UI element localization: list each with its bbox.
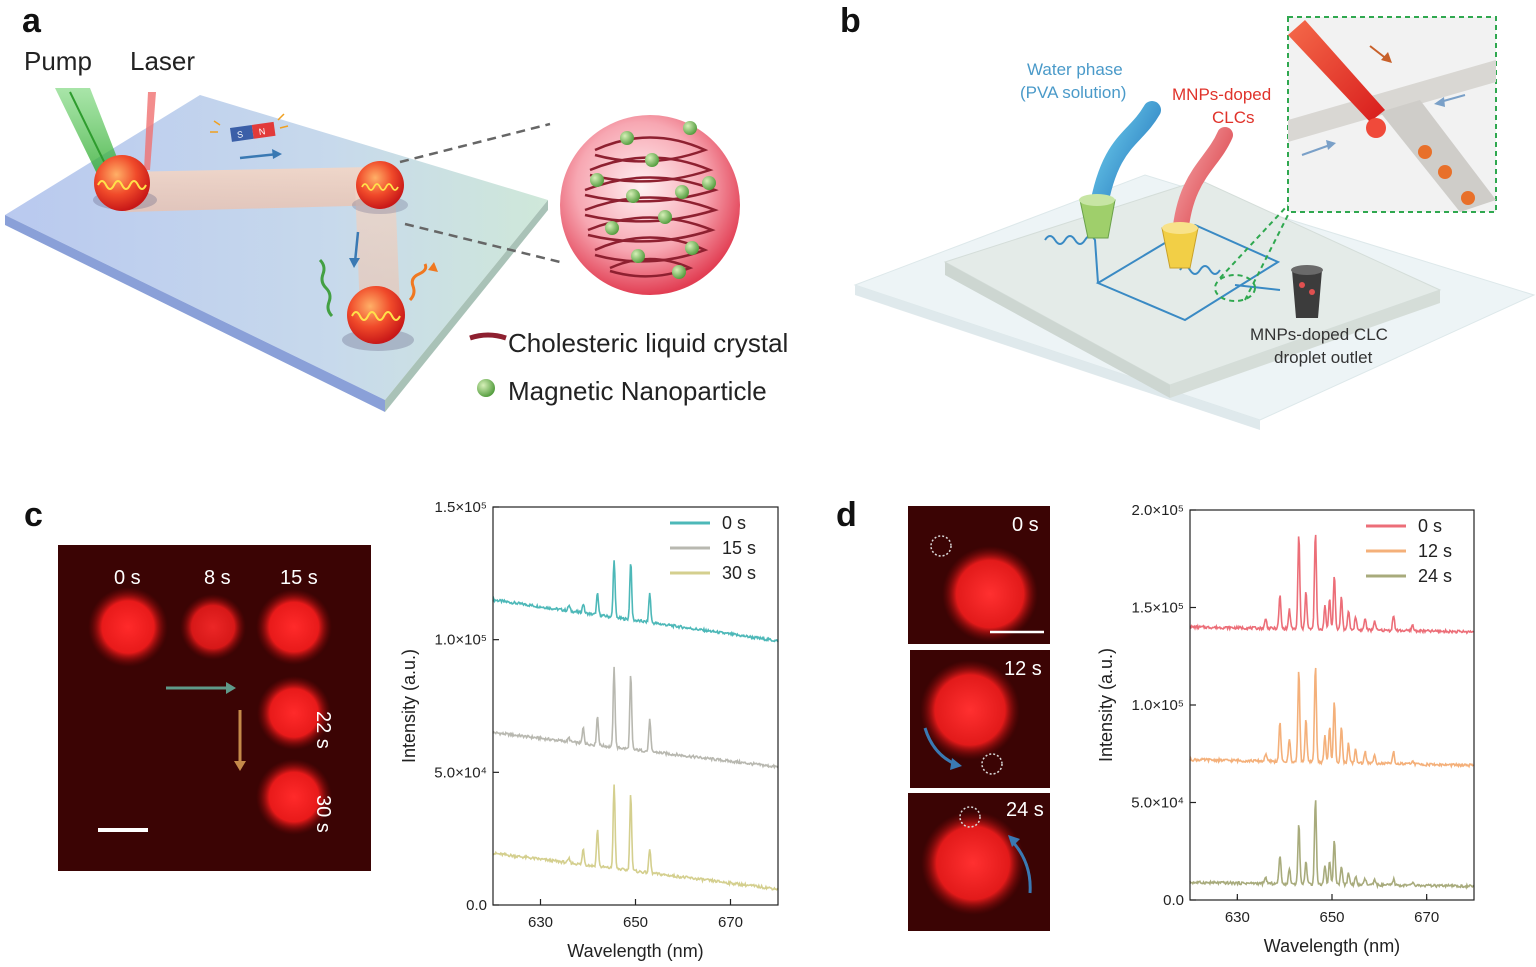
panel-d-frame-12s: 12 s xyxy=(910,650,1050,788)
series-line-0 xyxy=(1189,534,1475,635)
tracked-particle xyxy=(959,806,981,828)
orange-wave xyxy=(408,263,428,302)
legend-label: 24 s xyxy=(1418,566,1452,586)
droplet-30s xyxy=(256,759,332,835)
time-label-30s: 30 s xyxy=(312,795,334,833)
panel-b: b xyxy=(840,0,1536,430)
red-stream xyxy=(1288,20,1385,122)
tracked-particle xyxy=(981,753,1003,775)
clc-legend-icon xyxy=(469,332,507,341)
x-tick-label: 630 xyxy=(528,914,553,931)
clc-sphere xyxy=(560,115,740,295)
series-line-1 xyxy=(492,666,779,770)
magnet-icon: S N xyxy=(230,121,276,142)
y-tick-label: 1.0×10⁵ xyxy=(434,632,487,649)
legend-clc-text: Cholesteric liquid crystal xyxy=(508,328,789,358)
legend-label: 0 s xyxy=(722,513,746,533)
panel-d-frame-0s: 0 s xyxy=(908,506,1050,644)
frame-label-0s: 0 s xyxy=(1012,514,1039,536)
y-axis-label: Intensity (a.u.) xyxy=(399,649,419,763)
rotation-arrow xyxy=(1010,839,1032,894)
series-line-0 xyxy=(492,560,779,643)
green-wave xyxy=(318,258,334,318)
droplet-8s xyxy=(180,594,246,660)
mnp-clc-label-line1: MNPs-doped xyxy=(1172,85,1272,104)
frame-label-12s: 12 s xyxy=(1004,658,1042,680)
y-tick-label: 0.0 xyxy=(1163,892,1184,909)
panel-letter-b: b xyxy=(840,2,861,40)
mnp-legend-icon xyxy=(477,379,495,397)
legend-mnp-text: Magnetic Nanoparticle xyxy=(508,376,767,406)
y-tick-label: 1.5×10⁵ xyxy=(1131,600,1184,617)
panel-c-spectrum-chart: 630 650 670 0.0 5.0×10⁴ 1.0×10⁵ 1.5×10⁵ Wavelen… xyxy=(399,499,779,961)
droplet-22s xyxy=(257,676,331,750)
y-tick-label: 1.5×10⁵ xyxy=(434,499,487,516)
nanoparticles xyxy=(590,121,716,279)
motion-arrow-down xyxy=(353,231,360,263)
x-tick-label: 650 xyxy=(623,914,648,931)
droplet-15s xyxy=(256,589,332,665)
tracked-particle xyxy=(930,535,952,557)
y-tick-label: 2.0×10⁵ xyxy=(1131,502,1184,519)
outlet-vial xyxy=(1292,270,1322,318)
panel-b-illustration xyxy=(853,16,1536,430)
motion-arrow-right xyxy=(239,152,279,160)
junction-highlight xyxy=(1214,274,1256,302)
outlet-label-line2: droplet outlet xyxy=(1274,348,1373,367)
panel-letter-c: c xyxy=(24,496,43,534)
droplet-track-vertical xyxy=(355,185,400,312)
water-phase-label-line2: (PVA solution) xyxy=(1020,83,1127,102)
x-axis-label: Wavelength (nm) xyxy=(567,941,703,961)
mnp-clc-tube xyxy=(1172,127,1233,243)
y-axis-label: Intensity (a.u.) xyxy=(1096,648,1116,762)
pump-label: Pump xyxy=(24,46,92,76)
y-tick-label: 5.0×10⁴ xyxy=(434,764,487,781)
series-line-1 xyxy=(1189,667,1475,769)
svg-text:S: S xyxy=(236,129,243,140)
series-line-2 xyxy=(1189,800,1475,890)
x-axis-label: Wavelength (nm) xyxy=(1264,936,1400,956)
panel-c-micrograph: 0 s 8 s 15 s 22 s 30 s xyxy=(58,545,371,871)
time-label-8s: 8 s xyxy=(204,567,231,589)
droplet-2 xyxy=(356,161,404,209)
laser-label: Laser xyxy=(130,46,196,76)
droplet-track-horizontal xyxy=(120,167,388,212)
svg-text:N: N xyxy=(258,126,266,137)
panel-letter-a: a xyxy=(22,2,41,40)
y-tick-label: 1.0×10⁵ xyxy=(1131,697,1184,714)
panel-d-frame-24s: 24 s xyxy=(908,793,1050,931)
series-line-2 xyxy=(492,784,779,891)
panel-a: a Pump Laser xyxy=(0,0,840,430)
x-tick-label: 630 xyxy=(1225,909,1250,926)
legend-label: 12 s xyxy=(1418,541,1452,561)
legend-label: 0 s xyxy=(1418,516,1442,536)
outlet-label-line1: MNPs-doped CLC xyxy=(1250,325,1388,344)
laser-beam xyxy=(144,92,156,170)
y-tick-label: 5.0×10⁴ xyxy=(1131,795,1184,812)
legend-label: 30 s xyxy=(722,563,756,583)
water-phase-label-line1: Water phase xyxy=(1027,60,1123,79)
panel-letter-d: d xyxy=(836,496,857,534)
water-phase-tube xyxy=(1089,101,1161,219)
legend-label: 15 s xyxy=(722,538,756,558)
time-label-15s: 15 s xyxy=(280,567,318,589)
frame-label-24s: 24 s xyxy=(1006,799,1044,821)
x-tick-label: 670 xyxy=(1414,909,1439,926)
x-tick-label: 670 xyxy=(718,914,743,931)
time-label-0s: 0 s xyxy=(114,567,141,589)
droplet-0s xyxy=(88,587,168,667)
y-tick-label: 0.0 xyxy=(466,897,487,914)
time-label-22s: 22 s xyxy=(312,711,334,749)
x-tick-label: 650 xyxy=(1319,909,1344,926)
panel-d-spectrum-chart: 630 650 670 0.0 5.0×10⁴ 1.0×10⁵ 1.5×10⁵ 2.0×10⁵… xyxy=(1096,502,1475,956)
mnp-clc-label-line2: CLCs xyxy=(1212,108,1255,127)
panel-a-illustration: S N xyxy=(5,88,740,412)
